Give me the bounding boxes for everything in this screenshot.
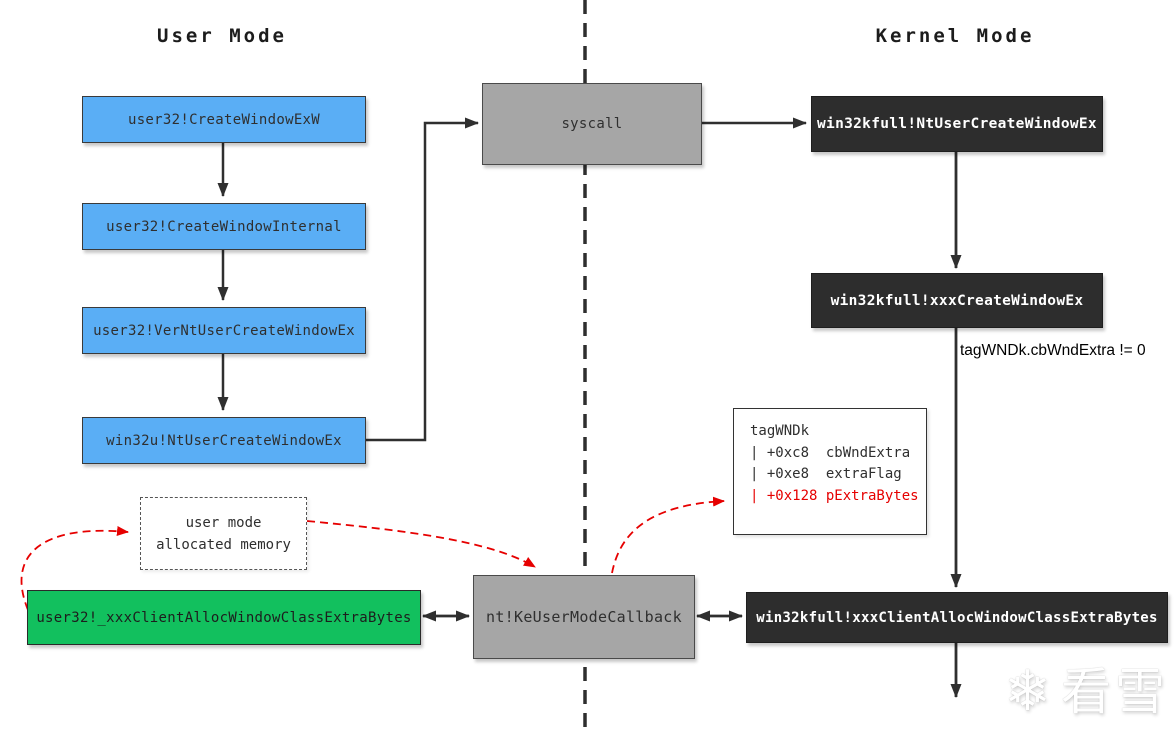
kanxue-watermark: ❄ 看雪	[1004, 659, 1169, 724]
memory-box-line2: allocated memory	[156, 536, 291, 553]
condition-label: tagWNDk.cbWndExtra != 0	[960, 342, 1146, 359]
tagwndk-struct-box: tagWNDk | +0xc8 cbWndExtra | +0xe8 extra…	[733, 408, 927, 535]
box-keusermodecallback: nt!KeUserModeCallback	[473, 575, 695, 659]
box-syscall: syscall	[482, 83, 702, 165]
box-createwindowinternal: user32!CreateWindowInternal	[82, 203, 366, 250]
watermark-text: 看雪	[1061, 663, 1169, 721]
tagwndk-row-cbwndextra: | +0xc8 cbWndExtra	[750, 444, 911, 461]
box-ntusercreatewindowex: win32kfull!NtUserCreateWindowEx	[811, 96, 1103, 152]
red-arrow-green-to-memory	[20, 526, 129, 611]
user-mode-allocated-memory-box: user mode allocated memory	[140, 497, 307, 570]
box-xxxcreatewindowex: win32kfull!xxxCreateWindowEx	[811, 273, 1103, 328]
box-win32u-ntusercreatewindowex: win32u!NtUserCreateWindowEx	[82, 417, 366, 464]
arrow-win32u-to-syscall	[364, 117, 479, 442]
box-xxxclientallocwindowclassextrabytes: win32kfull!xxxClientAllocWindowClassExtr…	[746, 592, 1168, 643]
red-arrow-callback-to-pextrabytes	[611, 496, 725, 574]
tagwndk-row-pextrabytes: | +0x128 pExtraBytes	[750, 487, 919, 504]
tagwndk-row-extraflag: | +0xe8 extraFlag	[750, 466, 902, 482]
snowflake-icon: ❄	[1004, 659, 1051, 724]
kernel-mode-title: Kernel Mode	[875, 25, 1035, 47]
box-verntusercreatewindowex: user32!VerNtUserCreateWindowEx	[82, 307, 366, 354]
red-arrow-memory-to-callback	[306, 520, 536, 568]
box-client-alloc-extrabytes: user32!_xxxClientAllocWindowClassExtraBy…	[27, 590, 421, 645]
user-mode-title: User Mode	[157, 25, 287, 47]
tagwndk-title: tagWNDk	[750, 423, 810, 439]
memory-box-line1: user mode	[185, 514, 262, 531]
box-createwindowexw: user32!CreateWindowExW	[82, 96, 366, 143]
